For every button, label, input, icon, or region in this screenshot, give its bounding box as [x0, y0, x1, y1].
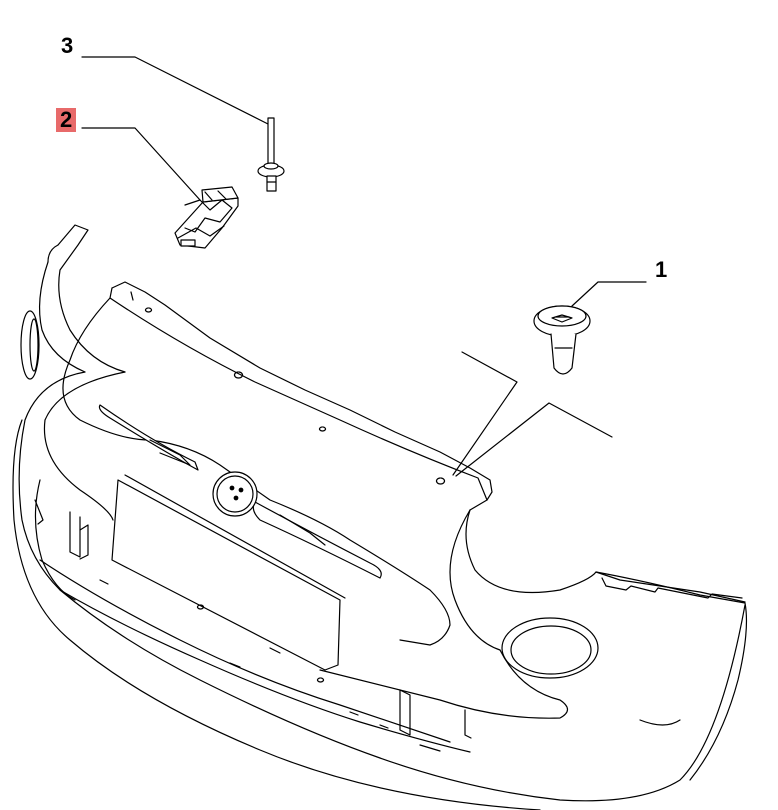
callout-1: 1	[655, 257, 668, 282]
push-rivet-clip-icon	[534, 306, 590, 374]
leader-line-bumper-b	[456, 403, 612, 476]
leader-line-2	[82, 128, 200, 200]
bracket-clip-icon	[175, 187, 238, 248]
bumper-shell	[13, 225, 746, 810]
leader-line-1	[572, 282, 646, 306]
leader-line-bumper-a	[453, 352, 517, 475]
screw-icon	[258, 118, 284, 191]
callout-3: 3	[61, 33, 74, 58]
leader-line-3	[82, 57, 268, 124]
callout-2: 2	[56, 108, 77, 132]
